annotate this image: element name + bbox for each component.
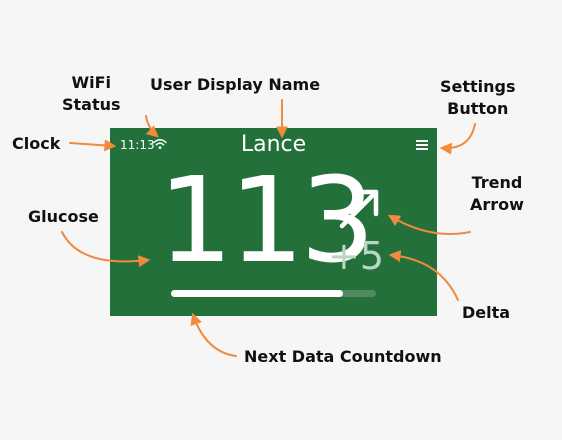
countdown-callout-arrow [190, 312, 237, 357]
wifi-icon [153, 139, 167, 149]
delta-label: Delta [462, 303, 511, 322]
wifi-status-label-line2: Status [62, 95, 121, 114]
glucose-display-screen: 11:13 Lance 113 +5 [110, 128, 437, 316]
glucose-value: 113 [158, 151, 375, 289]
clock-label: Clock [12, 134, 61, 153]
delta-value: +5 [328, 234, 385, 278]
menu-icon-bar [416, 140, 428, 142]
user-display-name-label: User Display Name [150, 75, 321, 94]
settings-callout-arrow [439, 123, 476, 155]
trend-arrow-label: Trend Arrow [470, 172, 524, 216]
countdown-fill [171, 290, 344, 297]
trend-label-line1: Trend [471, 173, 523, 192]
next-data-countdown-label: Next Data Countdown [244, 347, 442, 366]
next-data-countdown-bar [171, 290, 376, 297]
clock: 11:13 [120, 138, 155, 152]
settings-button-label: Settings Button [440, 76, 516, 120]
settings-label-line2: Button [447, 99, 509, 118]
wifi-status-label: WiFi Status [62, 72, 121, 116]
wifi-status-label-line1: WiFi [71, 73, 112, 92]
trend-label-line2: Arrow [470, 195, 524, 214]
glucose-label: Glucose [28, 207, 99, 226]
clock-callout-arrow [69, 139, 117, 152]
menu-icon-bar [416, 148, 428, 150]
settings-label-line1: Settings [440, 77, 516, 96]
arrow-up-right-icon [339, 189, 379, 229]
menu-icon-bar [416, 144, 428, 146]
user-display-name: Lance [240, 132, 307, 157]
settings-button[interactable] [416, 140, 428, 150]
